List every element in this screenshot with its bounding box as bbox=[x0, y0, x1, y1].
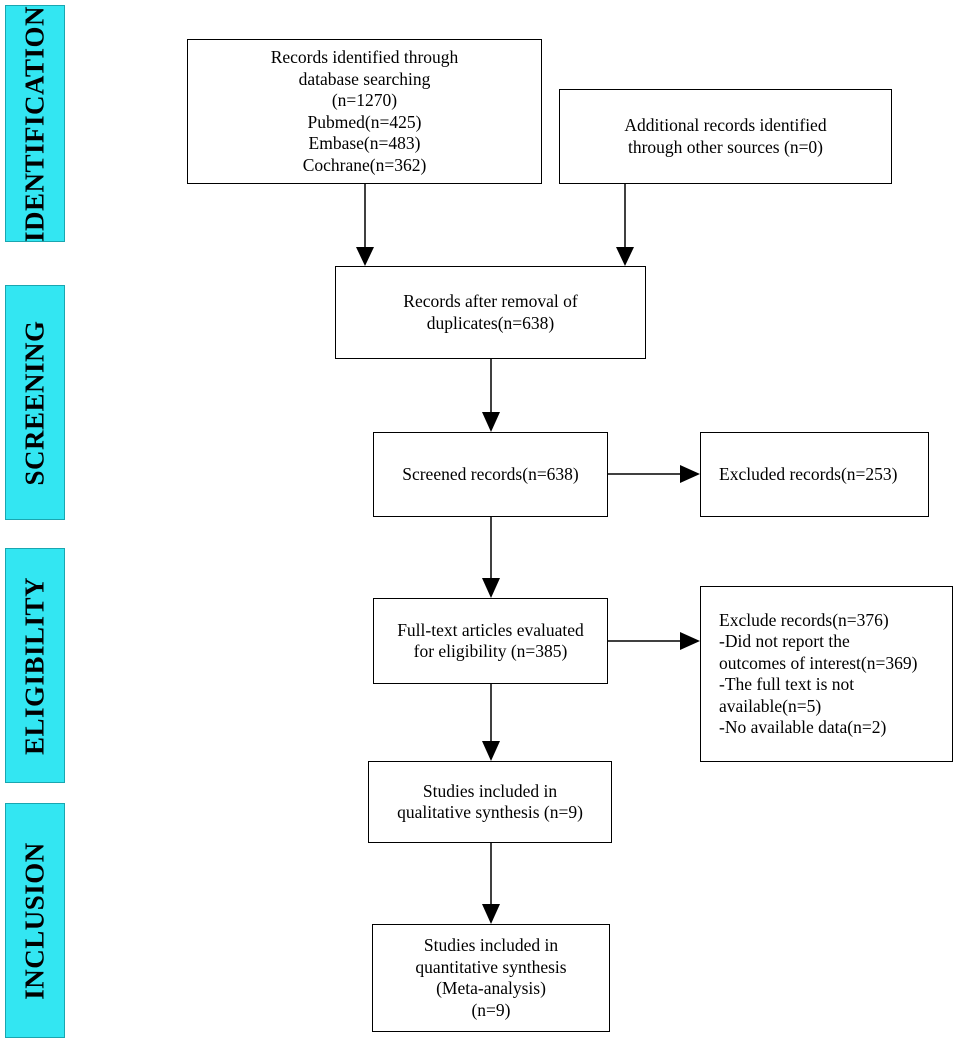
arrowhead bbox=[482, 578, 500, 598]
box-text-line: outcomes of interest(n=369) bbox=[719, 652, 918, 673]
box-text-line: through other sources (n=0) bbox=[627, 136, 824, 157]
records-identified-box: Records identified through database sear… bbox=[187, 39, 542, 184]
box-text-line: Records after removal of bbox=[403, 291, 578, 311]
fulltext-box: Full-text articles evaluated for eligibi… bbox=[373, 598, 608, 684]
arrowhead bbox=[482, 904, 500, 924]
phase-screening: SCREENING bbox=[5, 285, 65, 520]
additional-records-box: Additional records identified through ot… bbox=[559, 89, 892, 184]
box-text-line: Cochrane(n=362) bbox=[302, 154, 427, 175]
box-text-line: qualitative synthesis (n=9) bbox=[397, 802, 583, 822]
qualitative-box: Studies included in qualitative synthesi… bbox=[368, 761, 612, 843]
excluded-box: Excluded records(n=253) bbox=[700, 432, 929, 517]
quantitative-box: Studies included in quantitative synthes… bbox=[372, 924, 610, 1032]
box-text-line: (n=9) bbox=[471, 999, 511, 1020]
box-text-line: duplicates(n=638) bbox=[426, 312, 555, 333]
box-text-line: Additional records identified bbox=[624, 115, 827, 135]
phase-inclusion: INCLUSION bbox=[5, 803, 65, 1038]
arrowhead bbox=[482, 741, 500, 761]
exclude-reasons-box: Exclude records(n=376) -Did not report t… bbox=[700, 586, 953, 762]
box-text-line: available(n=5) bbox=[719, 695, 822, 716]
box-text-line: quantitative synthesis bbox=[415, 956, 567, 977]
box-text-line: Studies included in bbox=[422, 780, 558, 801]
box-text-line: Exclude records(n=376) bbox=[719, 609, 889, 630]
box-text-line: -Did not report the bbox=[719, 631, 850, 651]
arrowhead bbox=[680, 465, 700, 483]
box-text-line: for eligibility (n=385) bbox=[413, 641, 568, 661]
box-text-line: (n=1270) bbox=[331, 90, 398, 110]
arrowhead bbox=[680, 632, 700, 650]
box-text-line: Records identified through bbox=[270, 47, 459, 67]
arrowhead bbox=[356, 247, 374, 266]
arrowhead bbox=[616, 247, 634, 266]
phase-eligibility: ELIGIBILITY bbox=[5, 548, 65, 783]
box-text-line: database searching bbox=[298, 68, 431, 89]
arrowhead bbox=[482, 412, 500, 432]
box-text-line: Studies included in bbox=[423, 935, 559, 955]
box-text-line: Full-text articles evaluated bbox=[397, 619, 584, 640]
box-text-line: Excluded records(n=253) bbox=[719, 463, 898, 484]
box-text-line: (Meta-analysis) bbox=[436, 978, 546, 998]
box-text-line: -No available data(n=2) bbox=[719, 717, 887, 737]
after-duplicates-box: Records after removal of duplicates(n=63… bbox=[335, 266, 646, 359]
box-text-line: Screened records(n=638) bbox=[402, 463, 579, 484]
phase-identification: IDENTIFICATION bbox=[5, 5, 65, 242]
screened-box: Screened records(n=638) bbox=[373, 432, 608, 517]
box-text-line: Pubmed(n=425) bbox=[307, 111, 422, 132]
box-text-line: Embase(n=483) bbox=[308, 133, 421, 153]
box-text-line: -The full text is not bbox=[719, 674, 855, 694]
